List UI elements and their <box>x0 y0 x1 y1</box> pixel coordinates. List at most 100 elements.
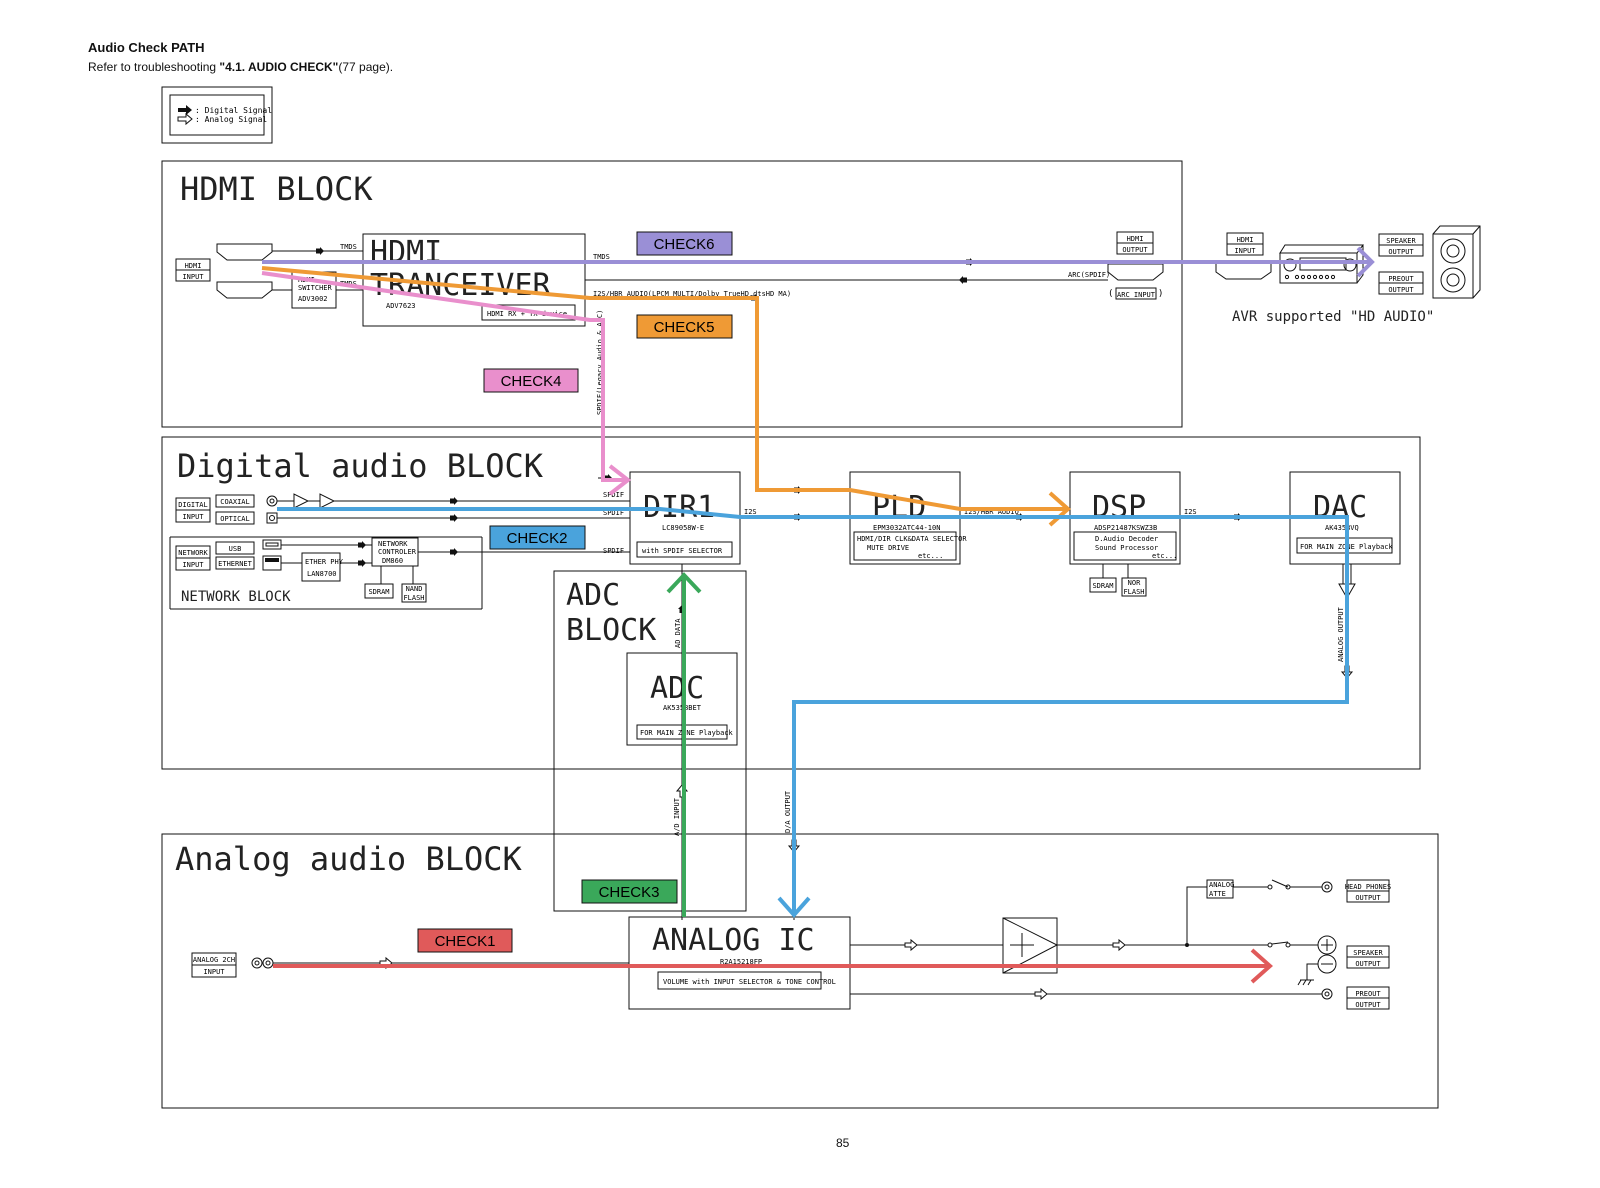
adc-title: ADC <box>650 671 704 706</box>
preout-jack-icon <box>1321 988 1333 1000</box>
coaxial-box <box>215 494 255 508</box>
analog-block-title: Analog audio BLOCK <box>175 840 523 878</box>
atte-label-2: ATTE <box>1209 890 1226 898</box>
check2-badge[interactable] <box>489 525 586 550</box>
net-sdram-label: SDRAM <box>368 588 389 596</box>
transceiver-note-box <box>481 304 576 321</box>
spdif-label-2: SPDIF <box>603 509 624 517</box>
digital-arrow-icon <box>178 105 192 115</box>
subtitle-prefix: Refer to troubleshooting <box>88 60 220 74</box>
arc-input-box <box>1115 287 1157 300</box>
dir1-part: LC89058W-E <box>662 524 704 532</box>
headphone-switch-icon <box>1271 879 1289 888</box>
analog-ic-note: VOLUME with INPUT SELECTOR & TONE CONTRO… <box>663 978 836 986</box>
avr-input-label-box-2 <box>1226 243 1264 256</box>
switch-contact <box>1267 884 1273 890</box>
legend-inner-frame <box>169 94 265 136</box>
check4-badge[interactable] <box>483 368 579 393</box>
dsp-note2: Sound Processor <box>1095 544 1158 552</box>
speaker-switch-icon <box>1271 941 1289 945</box>
transceiver-title: HDMI <box>370 235 442 270</box>
check3-label: CHECK3 <box>599 884 660 901</box>
arc-input-label: ARC INPUT <box>1117 291 1156 299</box>
ether-phy-label: ETHER PHY <box>305 558 344 566</box>
optical-label: OPTICAL <box>220 515 250 523</box>
headphones-label: HEAD PHONES <box>1345 883 1391 891</box>
check6-badge[interactable] <box>636 231 733 256</box>
ground-icon <box>1297 979 1314 986</box>
nor-flash-box <box>1121 577 1147 597</box>
hdmi-connector-icon <box>216 243 273 261</box>
usb-port-inner <box>265 542 279 547</box>
check3-badge[interactable] <box>581 879 678 904</box>
digital-block-title: Digital audio BLOCK <box>177 447 544 485</box>
check2-label: CHECK2 <box>507 530 568 547</box>
headphone-jack-icon <box>1321 881 1333 893</box>
dsp-note-box <box>1073 531 1177 561</box>
ad-input-label: A/D INPUT <box>673 797 681 836</box>
ad-data-label: AD DATA <box>674 618 682 648</box>
avr-preout-box-2 <box>1378 282 1424 295</box>
analog-audio-block: Analog audio BLOCK ANALOG 2CH INPUT ANAL… <box>161 833 1439 1109</box>
avr-input-label: HDMI <box>1237 236 1254 244</box>
speaker-plus-terminal-icon <box>1317 935 1337 955</box>
analog-input-box-2 <box>191 964 237 978</box>
analog-arrow-icon <box>1034 987 1048 1001</box>
dac-title: DAC <box>1313 490 1367 525</box>
digital-block-frame <box>161 436 1421 770</box>
net-controller-part: DM860 <box>382 557 403 565</box>
check4-label: CHECK4 <box>501 373 562 390</box>
avr-preout-label: PREOUT <box>1388 275 1414 283</box>
check6-arrowhead <box>1356 246 1375 278</box>
legend-outer-frame <box>161 86 273 144</box>
page-title: Audio Check PATH <box>88 40 205 55</box>
nand-flash-box <box>401 583 427 603</box>
i2s-label-dsp: I2S <box>1184 508 1197 516</box>
nor-label: NOR <box>1128 579 1141 587</box>
page-number: 85 <box>836 1136 850 1150</box>
pld-note1: HDMI/DIR CLK&DATA SELECTOR <box>857 535 967 543</box>
analog-arrow-icon <box>1112 938 1126 952</box>
analog-ic-part: R2A15218FP <box>720 958 762 966</box>
adc-block-title-2: BLOCK <box>566 613 656 648</box>
usb-box <box>215 541 255 555</box>
spdif-label-3: SPDIF <box>603 547 624 555</box>
dac-part: AK4358VQ <box>1325 524 1359 532</box>
hdmi-output-label: HDMI <box>1127 235 1144 243</box>
spk-switch-contact <box>1267 942 1273 948</box>
avr-speaker-label: SPEAKER <box>1386 237 1416 245</box>
check4-path <box>261 271 628 482</box>
network-block-frame <box>169 536 483 610</box>
avr-device: HDMI INPUT SPEAKER OUTPUT PREOUT OUTPUT <box>1215 225 1481 325</box>
subtitle-reference: "4.1. AUDIO CHECK" <box>219 60 339 74</box>
subtitle-suffix: (77 page). <box>338 60 394 74</box>
hdmi-connector-icon <box>216 281 273 299</box>
i2s-label: I2S/HBR AUDIO(LPCM MULTI/Dolby TrueHD,dt… <box>593 290 791 298</box>
preout-jack-inner <box>1324 991 1330 997</box>
pld-etc: etc... <box>918 552 943 560</box>
check1-badge[interactable] <box>417 928 513 953</box>
dsp-etc: etc... <box>1152 552 1177 560</box>
arc-label: ARC(SPDIF) <box>1068 271 1110 279</box>
dsp-note1: D.Audio Decoder <box>1095 535 1158 543</box>
rca-jack-icon <box>262 957 274 969</box>
rca-jack-inner-2 <box>265 960 271 966</box>
arc-input-paren: ( <box>1108 289 1113 299</box>
analog-input-label: ANALOG 2CH <box>193 956 235 964</box>
check5-badge[interactable] <box>636 314 733 339</box>
digital-input-label: DIGITAL <box>178 501 208 509</box>
hdmi-input-label-box-2 <box>175 269 211 282</box>
coaxial-label: COAXIAL <box>220 498 250 506</box>
avr-caption: AVR supported "HD AUDIO" <box>1232 309 1434 325</box>
coaxial-jack-icon <box>266 495 278 507</box>
nor-flash-label: FLASH <box>1123 588 1144 596</box>
check1-arrowhead <box>1250 948 1274 984</box>
check1-label: CHECK1 <box>435 933 496 950</box>
legend-digital-label: : Digital Signal <box>195 106 272 115</box>
ether-phy-part: LAN8700 <box>307 570 337 578</box>
buffer-icon <box>319 493 336 509</box>
ethernet-label: ETHERNET <box>218 560 253 568</box>
analog-arrow-icon <box>904 938 918 952</box>
switcher-part: ADV3002 <box>298 295 328 303</box>
